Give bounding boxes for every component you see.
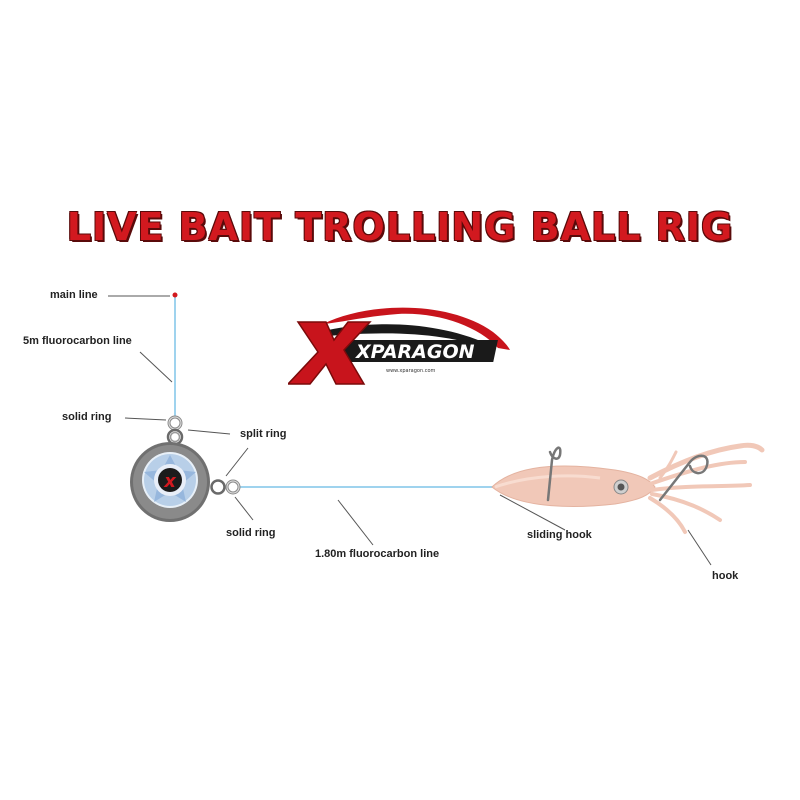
annotation-lines (108, 295, 712, 566)
side-solid-ring-shape (225, 479, 241, 495)
trolling-ball-shape: x (130, 442, 210, 522)
hook-shape (658, 454, 709, 502)
label-solid-ring-bottom: solid ring (226, 527, 276, 539)
label-1-80m-fluorocarbon-line: 1.80m fluorocarbon line (315, 548, 440, 560)
label-split-ring: split ring (240, 428, 287, 440)
xparagon-logo: XPARAGON www.xparagon.com (288, 307, 510, 385)
diagram-title: LIVE BAIT TROLLING BALL RIG (66, 205, 734, 249)
logo-url-text: www.xparagon.com (386, 368, 436, 374)
label-5m-fluorocarbon-line: 5m fluorocarbon line (23, 335, 132, 347)
label-solid-ring-top: solid ring (62, 411, 112, 423)
side-split-ring-shape (210, 479, 226, 495)
sliding-hook-shape (546, 446, 562, 502)
label-hook: hook (712, 570, 739, 582)
label-sliding-hook: sliding hook (527, 529, 592, 541)
solid-ring-top-shape (167, 415, 183, 431)
main-line-end-dot (172, 292, 178, 298)
label-main-line: main line (50, 289, 98, 301)
svg-text:x: x (163, 471, 177, 492)
logo-brand-text: XPARAGON (355, 341, 475, 363)
split-ring-top-shape (166, 428, 184, 446)
squid-lure-shape (491, 442, 765, 534)
